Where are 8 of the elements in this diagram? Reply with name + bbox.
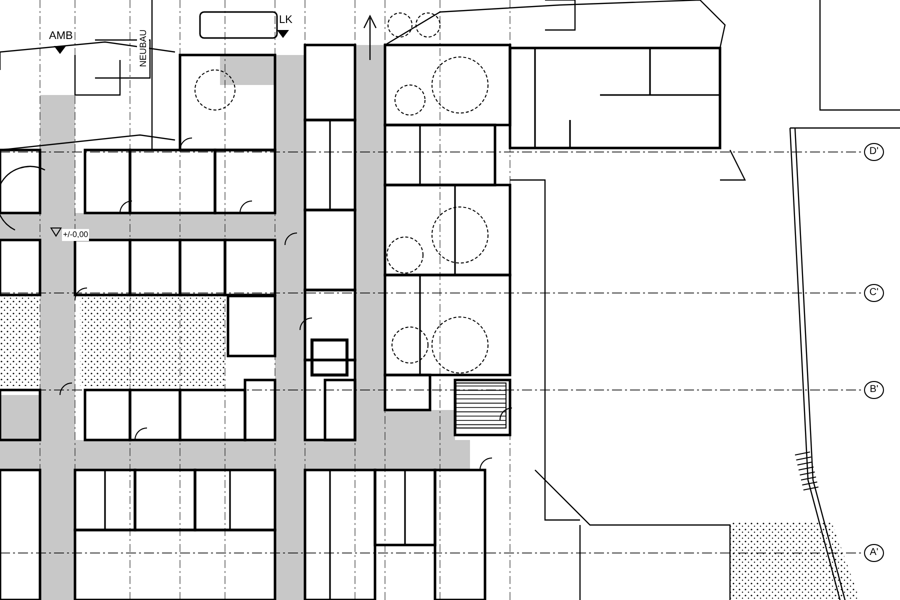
level-label: +/-0,00	[62, 229, 90, 241]
grid-axis-marker: B'	[864, 381, 884, 399]
grid-axis-marker: C'	[864, 284, 884, 302]
grid-axis-marker: A'	[864, 544, 884, 562]
entrance-label: AMB	[48, 30, 74, 42]
building-label: NEUBAU	[137, 28, 149, 68]
grid-axis-marker: D'	[864, 143, 884, 161]
entrance-label: LK	[278, 14, 294, 26]
